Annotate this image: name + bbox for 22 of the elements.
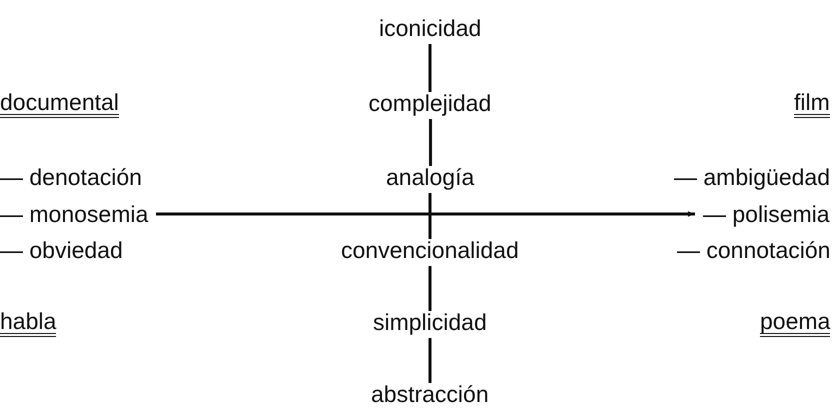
connector-line xyxy=(428,266,432,311)
axis-term: simplicidad xyxy=(373,309,487,335)
arrow xyxy=(156,211,695,217)
axis-term: iconicidad xyxy=(379,15,482,41)
feature-item: — obviedad xyxy=(0,237,123,263)
axis-term: — monosemia xyxy=(0,201,148,227)
category-heading: documental xyxy=(0,90,119,118)
feature-item: — ambigüedad xyxy=(674,164,830,190)
axis-term: complejidad xyxy=(368,90,492,116)
category-heading: habla xyxy=(0,309,56,337)
axis-term: abstracción xyxy=(371,381,489,407)
axis-term: — polisemia xyxy=(703,201,830,227)
feature-item: — denotación xyxy=(0,164,142,190)
connector-line xyxy=(429,119,432,166)
feature-item: — connotación xyxy=(677,237,830,263)
connector-line xyxy=(428,44,432,92)
connector-line xyxy=(428,338,432,383)
category-heading: film xyxy=(794,90,830,118)
connector-line xyxy=(428,193,432,239)
axis-term: analogía xyxy=(386,164,474,190)
category-heading: poema xyxy=(760,309,830,337)
axis-term: convencionalidad xyxy=(341,237,519,263)
